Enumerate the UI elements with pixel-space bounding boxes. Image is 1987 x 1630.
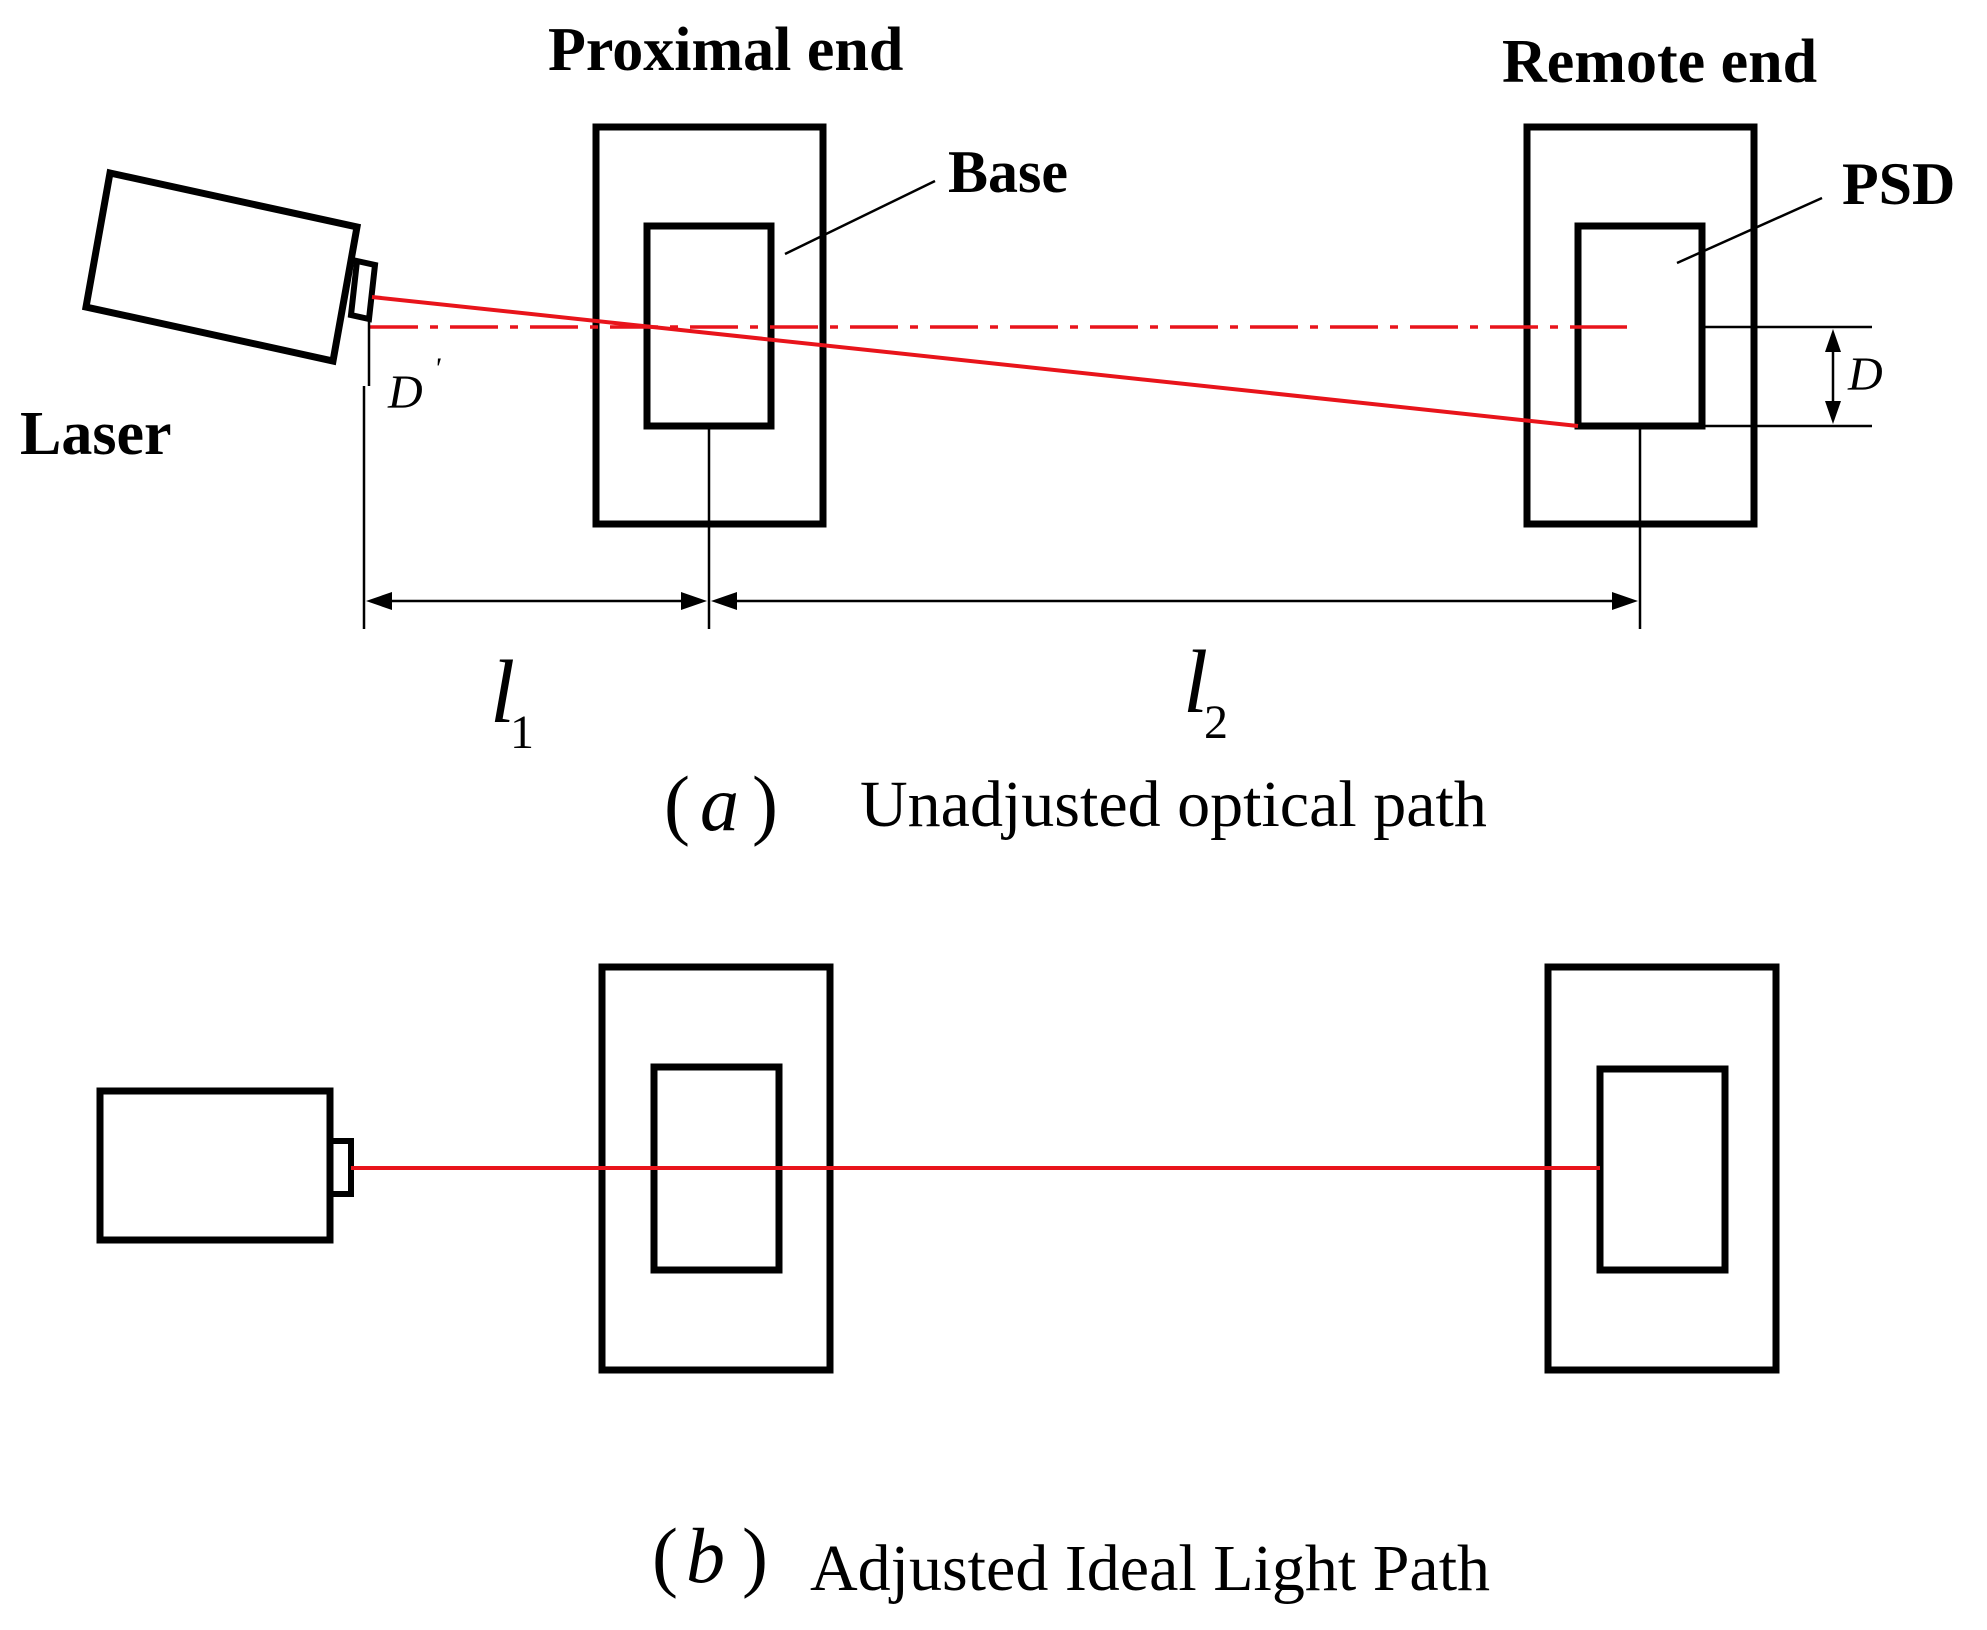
- panel-a-unadjusted: Proximal end Remote end Base PSD Laser D…: [20, 16, 1955, 847]
- psd-leader-line: [1676, 196, 1823, 265]
- laser-body: [81, 168, 362, 366]
- caption-b-close-paren: ): [742, 1512, 768, 1599]
- d-prime-label: D: [387, 366, 423, 419]
- laser-body-aligned: [96, 1087, 334, 1244]
- caption-b-text: Adjusted Ideal Light Path: [810, 1532, 1490, 1605]
- caption-a-text: Unadjusted optical path: [860, 768, 1487, 841]
- base-label: Base: [948, 139, 1068, 205]
- caption-a-open-paren: (: [664, 760, 690, 847]
- l1-arrow-left: [366, 592, 392, 610]
- laser-tilted: [81, 168, 379, 366]
- caption-a-close-paren: ): [752, 760, 778, 847]
- psd-label: PSD: [1842, 151, 1955, 217]
- panel-b-adjusted: ( b ) Adjusted Ideal Light Path: [96, 963, 1780, 1605]
- d-prime-mark: ': [434, 352, 441, 385]
- caption-a-letter: a: [700, 760, 739, 847]
- l2-arrow-left: [711, 592, 737, 610]
- caption-b-open-paren: (: [652, 1512, 678, 1599]
- l1-arrow-right: [681, 592, 707, 610]
- d-label: D: [1847, 348, 1883, 401]
- proximal-end-label: Proximal end: [548, 16, 903, 84]
- laser-aperture: [347, 257, 379, 323]
- l2-subscript: 2: [1204, 696, 1228, 749]
- base-leader-line: [784, 179, 936, 256]
- psd-inner-box-b: [1596, 1065, 1729, 1274]
- l2-letter: l: [1183, 633, 1208, 732]
- d-arrow-top: [1825, 329, 1841, 352]
- l2-arrow-right: [1612, 592, 1638, 610]
- laser-beam-tilted: [371, 295, 1579, 428]
- laser-label: Laser: [20, 400, 172, 468]
- d-arrow-bottom: [1825, 401, 1841, 424]
- caption-b-letter: b: [686, 1512, 725, 1599]
- l1-subscript: 1: [510, 706, 534, 759]
- l1-letter: l: [490, 643, 515, 742]
- remote-end-label: Remote end: [1502, 28, 1817, 96]
